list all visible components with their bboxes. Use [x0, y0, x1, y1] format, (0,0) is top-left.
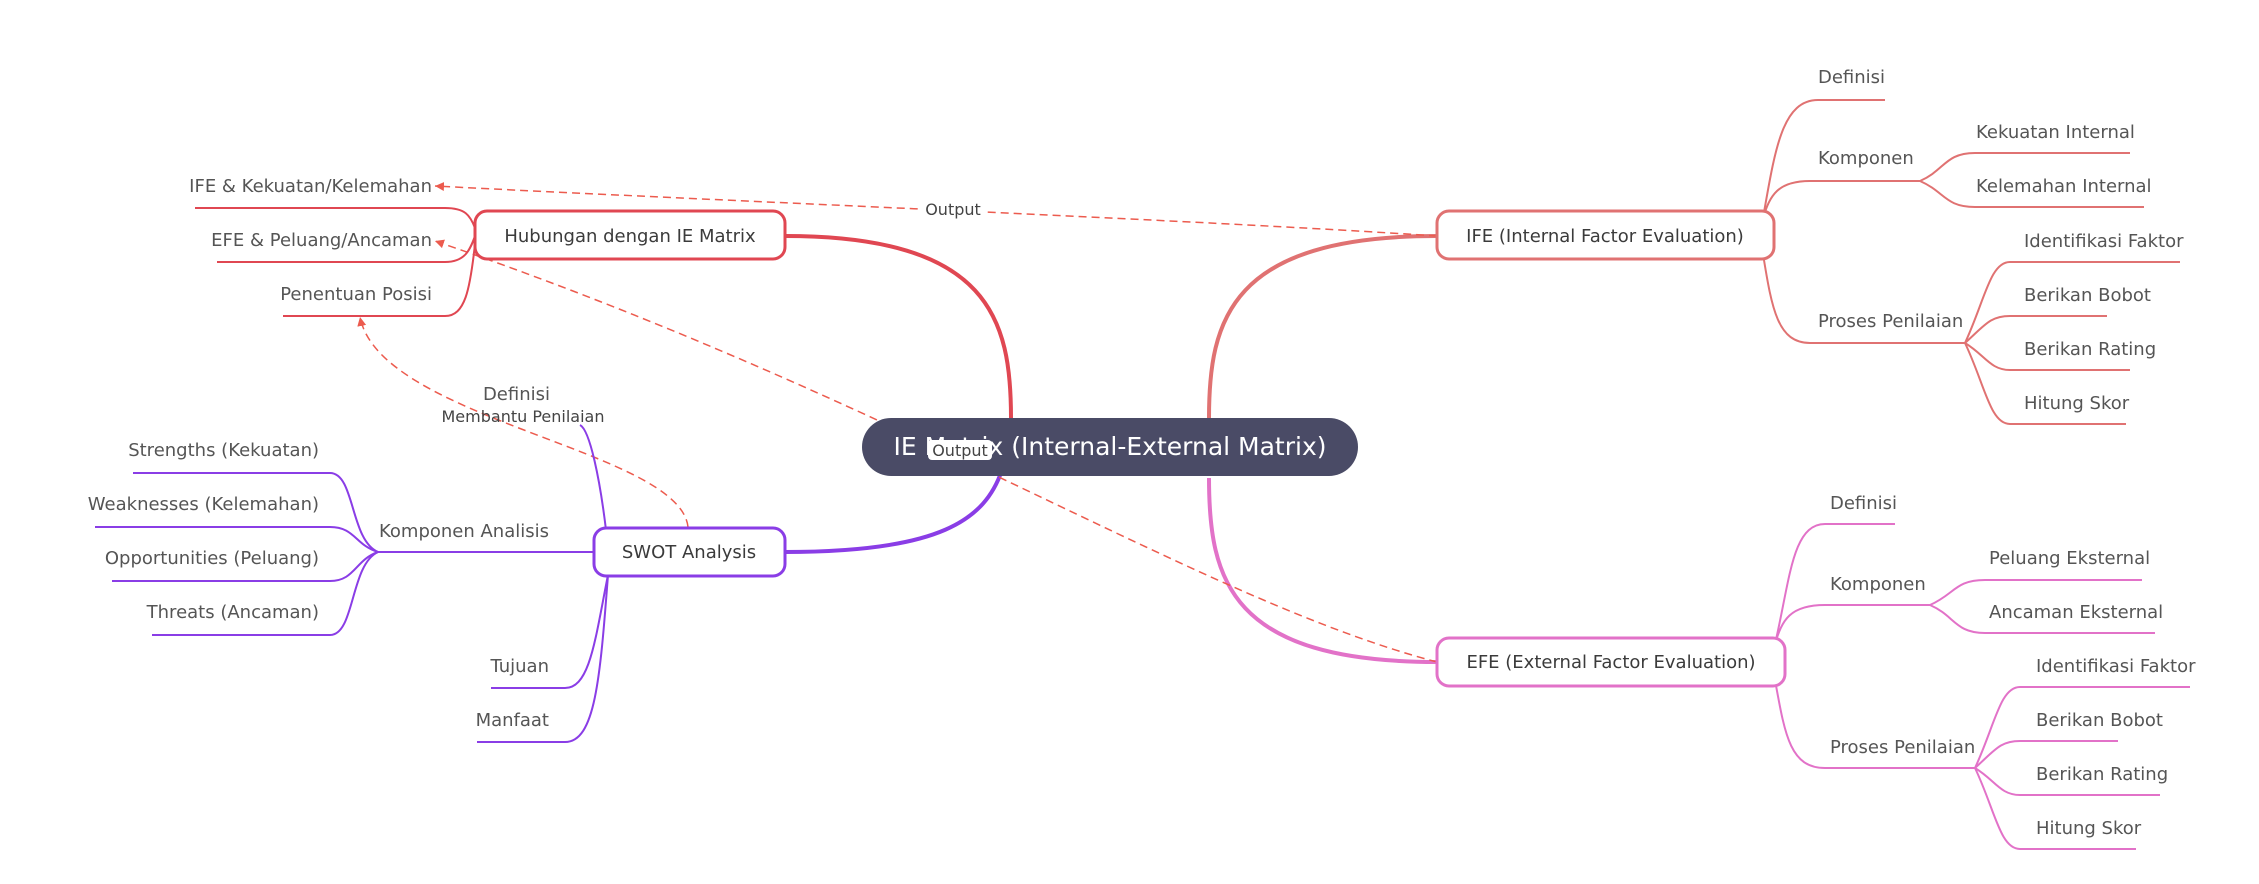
efe-ancaman-label[interactable]: Ancaman Eksternal [1989, 602, 2163, 623]
ife-connector-proses [1762, 253, 1965, 344]
ife-proses-label[interactable]: Proses Penilaian [1818, 311, 1963, 332]
ife-kelemahan-label[interactable]: Kelemahan Internal [1976, 176, 2152, 197]
swot-connector-opportunities [112, 551, 379, 582]
ife-node[interactable]: IFE (Internal Factor Evaluation) [1435, 209, 1776, 261]
hubungan-subtree [195, 207, 476, 317]
efe-connector-peluang [1929, 579, 2142, 606]
swot-threats-label[interactable]: Threats (Ancaman) [146, 602, 319, 623]
swot-manfaat-label[interactable]: Manfaat [476, 710, 549, 731]
efe-connector-rating [1974, 767, 2160, 796]
swot-opportunities-label[interactable]: Opportunities (Peluang) [105, 548, 319, 569]
ife-connector-skor [1964, 342, 2126, 425]
connector-center-swot [784, 469, 1004, 554]
ife-connector-rating [1964, 342, 2130, 371]
relation-line-output-ife [434, 181, 1438, 237]
ife-bobot-label[interactable]: Berikan Bobot [2024, 285, 2151, 306]
swot-weaknesses-label[interactable]: Weaknesses (Kelemahan) [88, 494, 319, 515]
hubungan-connector-ife [195, 207, 476, 229]
relation-label-output-2: Output [928, 440, 992, 460]
hubungan-node-label: Hubungan dengan IE Matrix [504, 226, 756, 247]
relation-membantu-text: Membantu Penilaian [442, 407, 605, 426]
swot-connector-definisi [579, 424, 607, 531]
ife-node-label: IFE (Internal Factor Evaluation) [1466, 226, 1744, 247]
relation-label-membantu: Membantu Penilaian [442, 407, 605, 426]
efe-connector-proses [1774, 679, 1975, 769]
hubungan-efe-label[interactable]: EFE & Peluang/Ancaman [211, 230, 432, 251]
ife-connector-definisi [1762, 99, 1885, 219]
ife-skor-label[interactable]: Hitung Skor [2024, 393, 2130, 414]
hubungan-node[interactable]: Hubungan dengan IE Matrix [473, 209, 787, 261]
ife-connector-kekuatan [1919, 152, 2130, 182]
efe-subtree [1774, 523, 2190, 850]
ife-rating-label[interactable]: Berikan Rating [2024, 339, 2156, 360]
ife-connector-identifikasi [1964, 261, 2180, 344]
swot-strengths-label[interactable]: Strengths (Kekuatan) [128, 440, 319, 461]
swot-connector-tujuan [491, 574, 609, 689]
swot-connector-threats [152, 551, 379, 636]
ife-komponen-label[interactable]: Komponen [1818, 148, 1914, 169]
hubungan-connector-posisi [283, 243, 476, 317]
ife-definisi-label[interactable]: Definisi [1818, 67, 1885, 88]
relation-output-1-text: Output [925, 200, 981, 219]
efe-rating-label[interactable]: Berikan Rating [2036, 764, 2168, 785]
efe-komponen-label[interactable]: Komponen [1830, 574, 1926, 595]
efe-skor-label[interactable]: Hitung Skor [2036, 818, 2142, 839]
swot-node-label: SWOT Analysis [622, 542, 756, 563]
efe-connector-identifikasi [1974, 686, 2190, 769]
connector-center-ife [1207, 234, 1438, 419]
ife-connector-bobot [1964, 315, 2107, 344]
efe-peluang-label[interactable]: Peluang Eksternal [1989, 548, 2150, 569]
ife-connector-komponen [1762, 180, 1920, 219]
efe-proses-label[interactable]: Proses Penilaian [1830, 737, 1975, 758]
efe-connector-bobot [1974, 740, 2118, 769]
efe-connector-ancaman [1929, 604, 2155, 634]
efe-definisi-label[interactable]: Definisi [1830, 493, 1897, 514]
swot-connector-weaknesses [95, 526, 379, 553]
ife-identifikasi-label[interactable]: Identifikasi Faktor [2024, 231, 2184, 252]
swot-definisi-label[interactable]: Definisi [483, 384, 550, 405]
efe-connector-definisi [1774, 523, 1895, 645]
swot-node[interactable]: SWOT Analysis [592, 526, 787, 578]
swot-tujuan-label[interactable]: Tujuan [489, 656, 549, 677]
efe-bobot-label[interactable]: Berikan Bobot [2036, 710, 2163, 731]
hubungan-connector-efe [217, 235, 476, 263]
efe-node-label: EFE (External Factor Evaluation) [1466, 652, 1755, 673]
connector-center-efe [1207, 477, 1438, 664]
ife-connector-kelemahan [1919, 180, 2144, 208]
relation-label-output-1: Output [921, 199, 985, 219]
efe-connector-skor [1974, 767, 2136, 850]
connector-center-hubungan [784, 234, 1013, 419]
efe-connector-komponen [1774, 604, 1930, 645]
relation-output-2-text: Output [932, 441, 988, 460]
relation-line-membantu [357, 316, 689, 528]
swot-komponen-label[interactable]: Komponen Analisis [379, 521, 549, 542]
hubungan-ife-label[interactable]: IFE & Kekuatan/Kelemahan [189, 176, 432, 197]
efe-node[interactable]: EFE (External Factor Evaluation) [1435, 636, 1787, 688]
efe-identifikasi-label[interactable]: Identifikasi Faktor [2036, 656, 2196, 677]
swot-subtree [95, 424, 609, 743]
swot-connector-manfaat [477, 574, 609, 743]
swot-connector-strengths [133, 472, 379, 553]
hubungan-posisi-label[interactable]: Penentuan Posisi [280, 284, 432, 305]
ife-kekuatan-label[interactable]: Kekuatan Internal [1976, 122, 2135, 143]
